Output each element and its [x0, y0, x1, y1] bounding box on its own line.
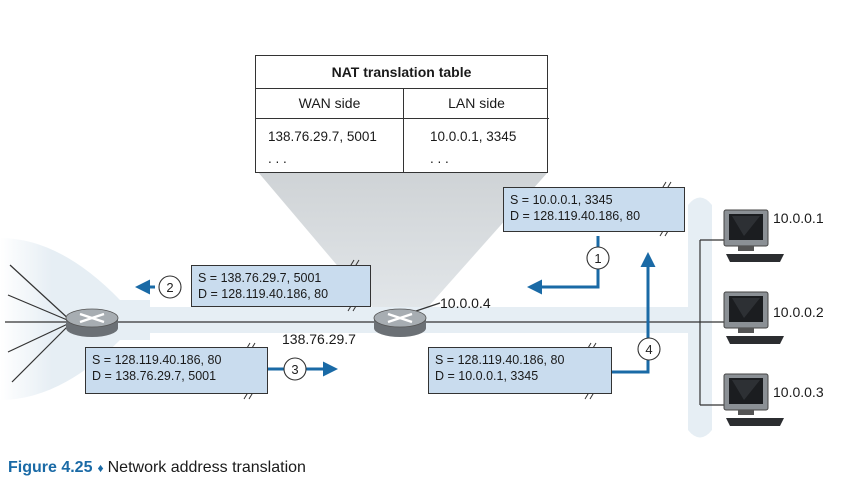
host-3-address: 10.0.0.3	[773, 384, 824, 400]
router-lan-address: 10.0.0.4	[440, 295, 491, 311]
wan-entry: 138.76.29.7, 5001	[268, 129, 377, 144]
host-computer-icon	[723, 373, 784, 426]
step-4-circle	[637, 337, 661, 361]
router-wan-address: 138.76.29.7	[282, 331, 356, 347]
lan-entry-ellipsis: . . .	[430, 151, 449, 166]
packet-3-source: S = 128.119.40.186, 80	[92, 353, 222, 367]
nat-table-funnel	[258, 172, 548, 316]
step-3-label: 3	[291, 362, 298, 377]
step-2-label: 2	[166, 280, 173, 295]
host-2-address: 10.0.0.2	[773, 304, 824, 320]
packet-3-destination: D = 138.76.29.7, 5001	[92, 369, 217, 383]
packet-2-source: S = 138.76.29.7, 5001	[198, 271, 322, 285]
packet-4: S = 128.119.40.186, 80 D = 10.0.0.1, 334…	[428, 347, 612, 394]
packet-4-destination: D = 10.0.0.1, 3345	[435, 369, 539, 383]
wan-side-header: WAN side	[256, 89, 403, 119]
host-computer-icon	[723, 291, 784, 344]
nat-router-icon	[373, 308, 427, 337]
lan-column: LAN side 10.0.0.1, 3345 . . .	[404, 89, 549, 173]
internet-router-icon	[65, 308, 119, 337]
packet-1-source: S = 10.0.0.1, 3345	[510, 193, 613, 207]
step-circles	[158, 246, 661, 381]
packet-1: S = 10.0.0.1, 3345 D = 128.119.40.186, 8…	[503, 187, 685, 232]
step-1-label: 1	[594, 251, 601, 266]
caption-text: Network address translation	[107, 459, 306, 476]
caption-separator: ♦	[97, 461, 104, 475]
lan-entry: 10.0.0.1, 3345	[430, 129, 517, 144]
packet-4-source: S = 128.119.40.186, 80	[435, 353, 565, 367]
host-computer-icon	[723, 209, 784, 262]
step-2-circle	[158, 275, 182, 299]
packet-3: S = 128.119.40.186, 80 D = 138.76.29.7, …	[85, 347, 268, 394]
nat-translation-table: NAT translation table WAN side 138.76.29…	[255, 55, 549, 173]
figure-number: Figure 4.25	[8, 459, 93, 476]
lan-side-header: LAN side	[404, 89, 549, 119]
step-1-circle	[586, 246, 610, 270]
wires	[5, 239, 725, 406]
host-1-address: 10.0.0.1	[773, 210, 824, 226]
packet-1-destination: D = 128.119.40.186, 80	[510, 209, 641, 223]
wan-entry-ellipsis: . . .	[268, 151, 287, 166]
figure-caption: Figure 4.25 ♦Network address translation	[8, 459, 306, 477]
step-3-circle	[283, 357, 307, 381]
step-4-label: 4	[645, 342, 652, 357]
packet-2: S = 138.76.29.7, 5001 D = 128.119.40.186…	[191, 265, 371, 307]
nat-table-title: NAT translation table	[256, 56, 547, 89]
packet-2-destination: D = 128.119.40.186, 80	[198, 287, 329, 301]
wan-column: WAN side 138.76.29.7, 5001 . . .	[256, 89, 404, 173]
